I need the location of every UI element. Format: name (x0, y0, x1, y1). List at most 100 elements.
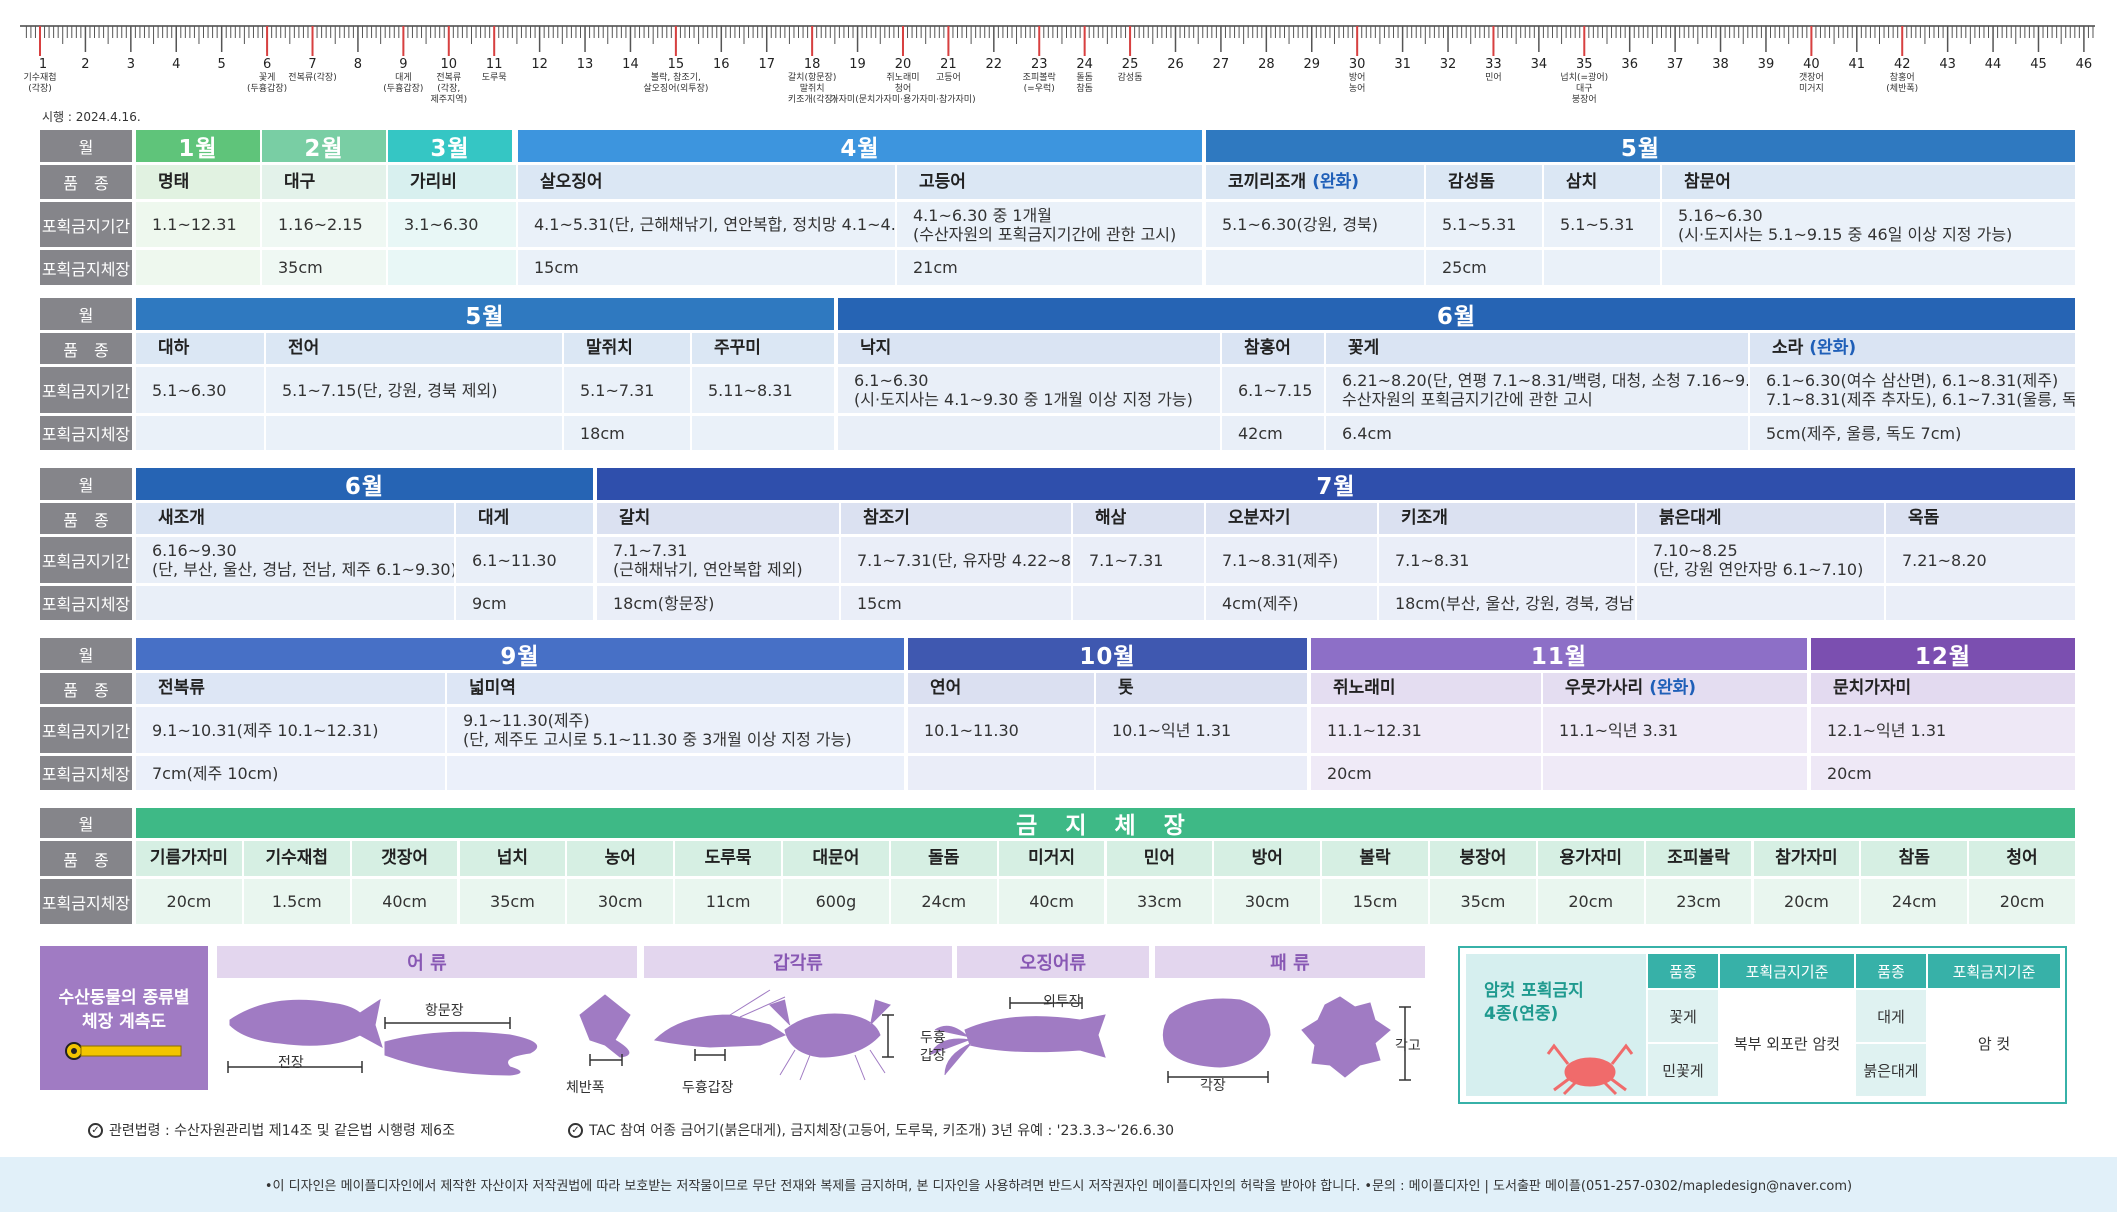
species-name: 문치가자미 (1833, 678, 1912, 698)
size-cell (136, 586, 454, 620)
ruler-number: 19 (849, 57, 866, 72)
label-gapjang: 갑장 (920, 1048, 946, 1064)
ruler-note-text: 대게 (395, 72, 412, 83)
size-text: 6.4cm (1342, 423, 1392, 443)
ruler-note-text: (각장) (28, 82, 52, 94)
month-header-mar: 3월 (388, 130, 512, 162)
period-cell: 7.10~8.25(단, 강원 연안자망 6.1~7.10) (1637, 537, 1884, 583)
period-text: 7.10~8.25 (1653, 541, 1738, 560)
size-text: 20cm (1327, 763, 1372, 783)
period-text: 9.1~11.30(제주) (463, 711, 590, 730)
period-cell: 5.16~6.30(시·도지사는 5.1~9.15 중 46일 이상 지정 가능… (1662, 202, 2075, 247)
crab-silhouette-icon (769, 999, 891, 1081)
ruler-number: 32 (1440, 57, 1457, 72)
label-period: 포획금지기간 (40, 202, 132, 247)
size-cell (388, 250, 516, 285)
period-text: (근해채낚기, 연안복합 제외) (613, 560, 803, 579)
period-text: 11.1~익년 3.31 (1559, 720, 1679, 740)
ruler-note-text: 말쥐치 (800, 82, 825, 94)
period-cell: 7.21~8.20 (1886, 537, 2075, 583)
turban-shell-silhouette-icon (1301, 996, 1391, 1078)
ruler-number: 34 (1531, 57, 1548, 72)
ruler-note-text: (체반폭) (1886, 83, 1918, 94)
ruler-note: 민어 (1485, 72, 1502, 83)
ruler-note-text: (두흉갑장) (247, 82, 287, 94)
ruler-note-text: 민어 (1485, 72, 1502, 83)
species-name: 참홍어 (1244, 338, 1291, 358)
size-cell (1662, 250, 2075, 285)
label-period: 포획금지기간 (40, 537, 132, 583)
size-cell (266, 416, 562, 450)
check-icon: ✓ (568, 1122, 583, 1138)
ruler-number: 31 (1394, 57, 1411, 72)
size-value-cell: 20cm (1537, 879, 1644, 924)
tape-measure-icon (64, 1042, 184, 1060)
ruler-number: 35 (1576, 57, 1593, 72)
period-cell: 11.1~12.31 (1311, 707, 1541, 753)
effective-date: 시행 : 2024.4.16. (42, 110, 141, 124)
species-name: 고등어 (919, 171, 966, 192)
species-name: 전어 (288, 338, 320, 358)
month-header-nov: 11월 (1311, 638, 1807, 670)
label-species: 품 종 (40, 333, 132, 364)
month-header-jan: 1월 (136, 130, 260, 162)
species-name: 가리비 (410, 171, 457, 192)
ruler-note-text: 꽃게 (259, 72, 276, 83)
period-cell: 5.1~5.31 (1426, 202, 1542, 247)
size-species-cell: 용가자미 (1537, 841, 1644, 876)
period-text: 5.1~6.30(강원, 경북) (1222, 215, 1379, 234)
size-text: 18cm(항문장) (613, 593, 715, 613)
size-value-cell: 20cm (1753, 879, 1860, 924)
period-text: 5.11~8.31 (708, 380, 793, 400)
size-value-cell: 600g (783, 879, 889, 924)
size-species-cell: 미거지 (998, 841, 1105, 876)
period-text: 4.1~5.31(단, 근해채낚기, 연안복합, 정치망 4.1~4.30) (534, 215, 895, 234)
species-name: 주꾸미 (714, 338, 761, 358)
size-species-cell: 볼락 (1322, 841, 1428, 876)
ruler-note-text: 갈치(항문장) (788, 71, 836, 83)
ruler-number: 12 (531, 57, 548, 72)
species-name: 참문어 (1684, 171, 1731, 192)
period-text: 9.1~10.31(제주 10.1~12.31) (152, 720, 379, 740)
species-name: 키조개 (1401, 508, 1448, 528)
label-month: 월 (40, 808, 132, 838)
period-text: 10.1~11.30 (924, 720, 1019, 740)
size-value-cell: 1.5cm (243, 879, 350, 924)
month-header-sep: 9월 (136, 638, 904, 670)
period-cell: 5.1~7.31 (564, 367, 690, 413)
species-cell: 우뭇가사리(완화) (1543, 673, 1807, 704)
period-text: 5.1~5.31 (1442, 215, 1517, 234)
size-limit-header: 금 지 체 장 (136, 808, 2075, 839)
species-name: 낙지 (860, 338, 892, 358)
ruler-number: 16 (713, 57, 730, 72)
size-species-cell: 도루묵 (675, 841, 781, 876)
size-cell: 18cm (564, 416, 690, 450)
ruler-note: 전복류(각장,제주지역) (430, 72, 467, 105)
ruler-note-text: 도루묵 (482, 72, 507, 83)
label-size: 포획금지체장 (40, 586, 132, 620)
period-text: (단, 부산, 울산, 경남, 전남, 제주 6.1~9.30) (152, 560, 454, 579)
species-cell: 참조기 (841, 503, 1071, 534)
ruler-number: 40 (1803, 57, 1820, 72)
size-cell (447, 756, 904, 790)
size-species-cell: 돌돔 (890, 841, 997, 876)
ruler-number: 18 (804, 57, 821, 72)
ruler-note-text: 쥐노래미 (886, 72, 919, 83)
species-cell: 붉은대게 (1637, 503, 1884, 534)
species-name: 전복류 (158, 678, 205, 698)
size-species-cell: 청어 (1969, 841, 2075, 876)
ruler-note: 고등어 (936, 72, 961, 83)
size-cell (908, 756, 1094, 790)
species-name: 꽃게 (1348, 338, 1380, 358)
label-period: 포획금지기간 (40, 367, 132, 413)
ruler-number: 13 (577, 57, 594, 72)
species-cell: 갈치 (597, 503, 839, 534)
period-cell: 11.1~익년 3.31 (1543, 707, 1807, 753)
label-month: 월 (40, 298, 132, 330)
species-minkkotge: 민꽃게 (1648, 1044, 1718, 1096)
